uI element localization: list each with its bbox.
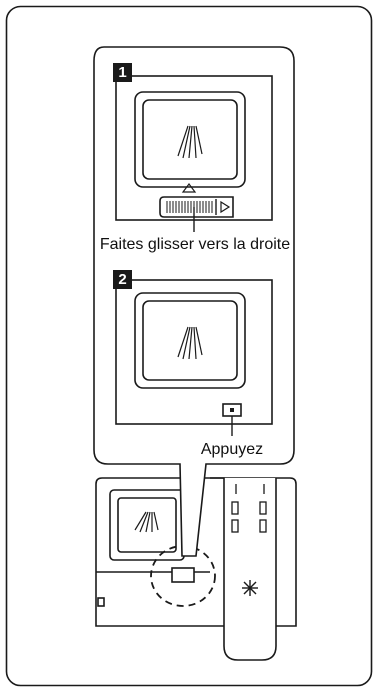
up-arrow-icon	[181, 183, 197, 193]
step-1-spray-arms-icon	[177, 125, 203, 159]
left-clip	[97, 597, 105, 607]
push-button-icon	[171, 567, 195, 583]
step-2-caption: Appuyez	[200, 441, 264, 458]
step-2-box	[115, 279, 273, 425]
dispenser-illustration	[95, 477, 297, 661]
step-2-lid-outer	[134, 292, 246, 389]
spray-arms-icon	[134, 511, 159, 533]
step-2-spray-arms-icon	[177, 326, 203, 360]
step-1-badge: 1	[113, 63, 132, 82]
sparkle-asterisk-icon	[242, 580, 258, 596]
step-2-illustration	[115, 279, 273, 436]
step-1-illustration	[115, 75, 273, 232]
tab-slots	[231, 484, 267, 533]
step-1-caption: Faites glisser vers la droite	[99, 236, 291, 253]
step-1-lid-outer	[134, 91, 246, 188]
step-2-badge: 2	[113, 270, 132, 289]
push-button-dot	[230, 408, 234, 412]
outer-frame	[5, 5, 373, 687]
step-1-lid-inner	[142, 99, 238, 180]
detergent-lid-inner	[117, 497, 177, 553]
step-2-lid-inner	[142, 300, 238, 381]
slide-latch-icon	[159, 196, 234, 218]
right-arrow-icon	[220, 200, 231, 214]
